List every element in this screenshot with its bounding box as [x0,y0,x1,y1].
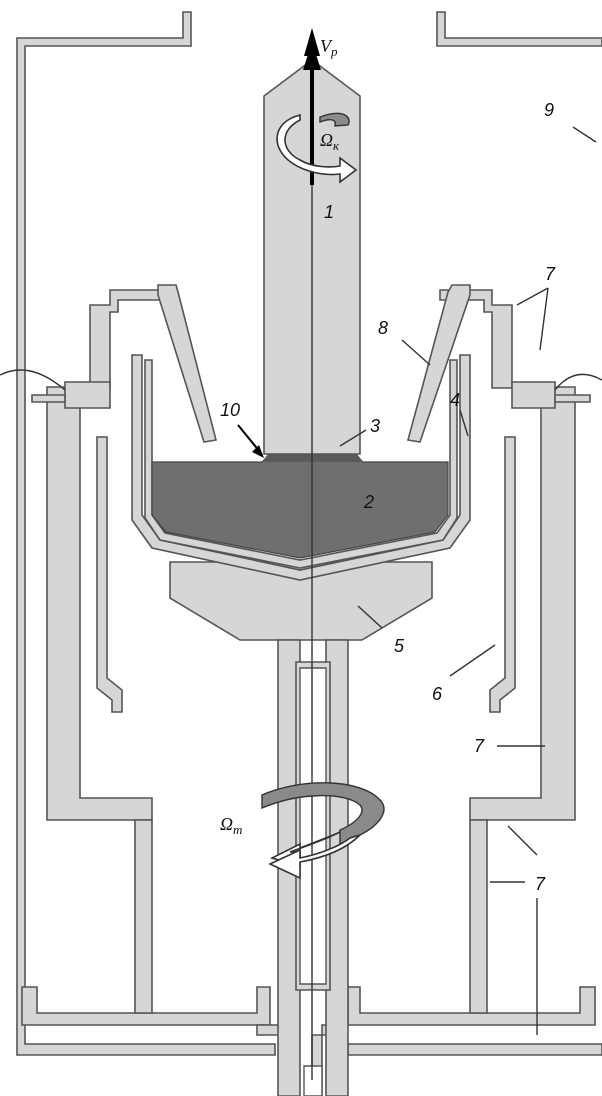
leader-6 [449,644,496,677]
label-10: 10 [220,400,240,420]
crucible-rotation-arrow-tail [268,834,361,880]
leader-7c [507,825,538,856]
label-3: 3 [370,416,380,436]
electrode-clamp-right [511,381,556,409]
label-4: 4 [450,390,460,410]
bottom-window [303,1065,323,1096]
label-6: 6 [432,684,443,704]
leader-7a-2 [516,287,549,306]
label-7c: 7 [535,874,546,894]
support-post-right [469,819,488,1014]
lid-support-right [439,289,513,389]
crystal-rotation-arrow-back [319,112,350,127]
electrode-clamp-left [64,381,111,409]
label-2: 2 [363,492,374,512]
label-8: 8 [378,318,388,338]
leader-10 [237,424,261,453]
pull-arrow-head-2 [303,42,321,70]
electrode-lead-right [554,394,591,403]
label-7a: 7 [545,264,556,284]
label-5: 5 [394,636,405,656]
leader-7a [539,287,549,351]
leader-9 [572,126,597,143]
chamber-wall-right [436,11,602,47]
label-1: 1 [324,202,334,222]
electrode-lead-left [31,394,66,403]
symbol-v-p: Vp [320,36,338,59]
leader-4 [459,409,469,437]
base-plate-left [21,986,271,1026]
leader-5 [357,605,383,629]
crucible-support [169,561,433,641]
cable-left [0,369,66,391]
lower-shaft-window [299,667,327,985]
heater-right [489,436,516,713]
thermal-shield-left [157,284,217,443]
thermal-shield-right [406,284,471,443]
chamber-base-right [347,1043,602,1056]
label-9: 9 [544,100,554,120]
chamber-wall-left [16,11,276,1056]
symbol-omega-t: Ωт [220,814,242,837]
base-plate-right [347,986,596,1026]
symbol-omega-k: Ωк [320,130,340,153]
cable-right [554,373,602,391]
leader-3 [339,429,367,447]
heat-shield-right [469,386,576,821]
heater-left [96,436,123,713]
leader-8 [401,339,431,366]
support-post-left [134,819,153,1014]
crystal-rotation-arrow [276,113,358,184]
leader-10-head [252,445,264,458]
label-7b: 7 [474,736,485,756]
